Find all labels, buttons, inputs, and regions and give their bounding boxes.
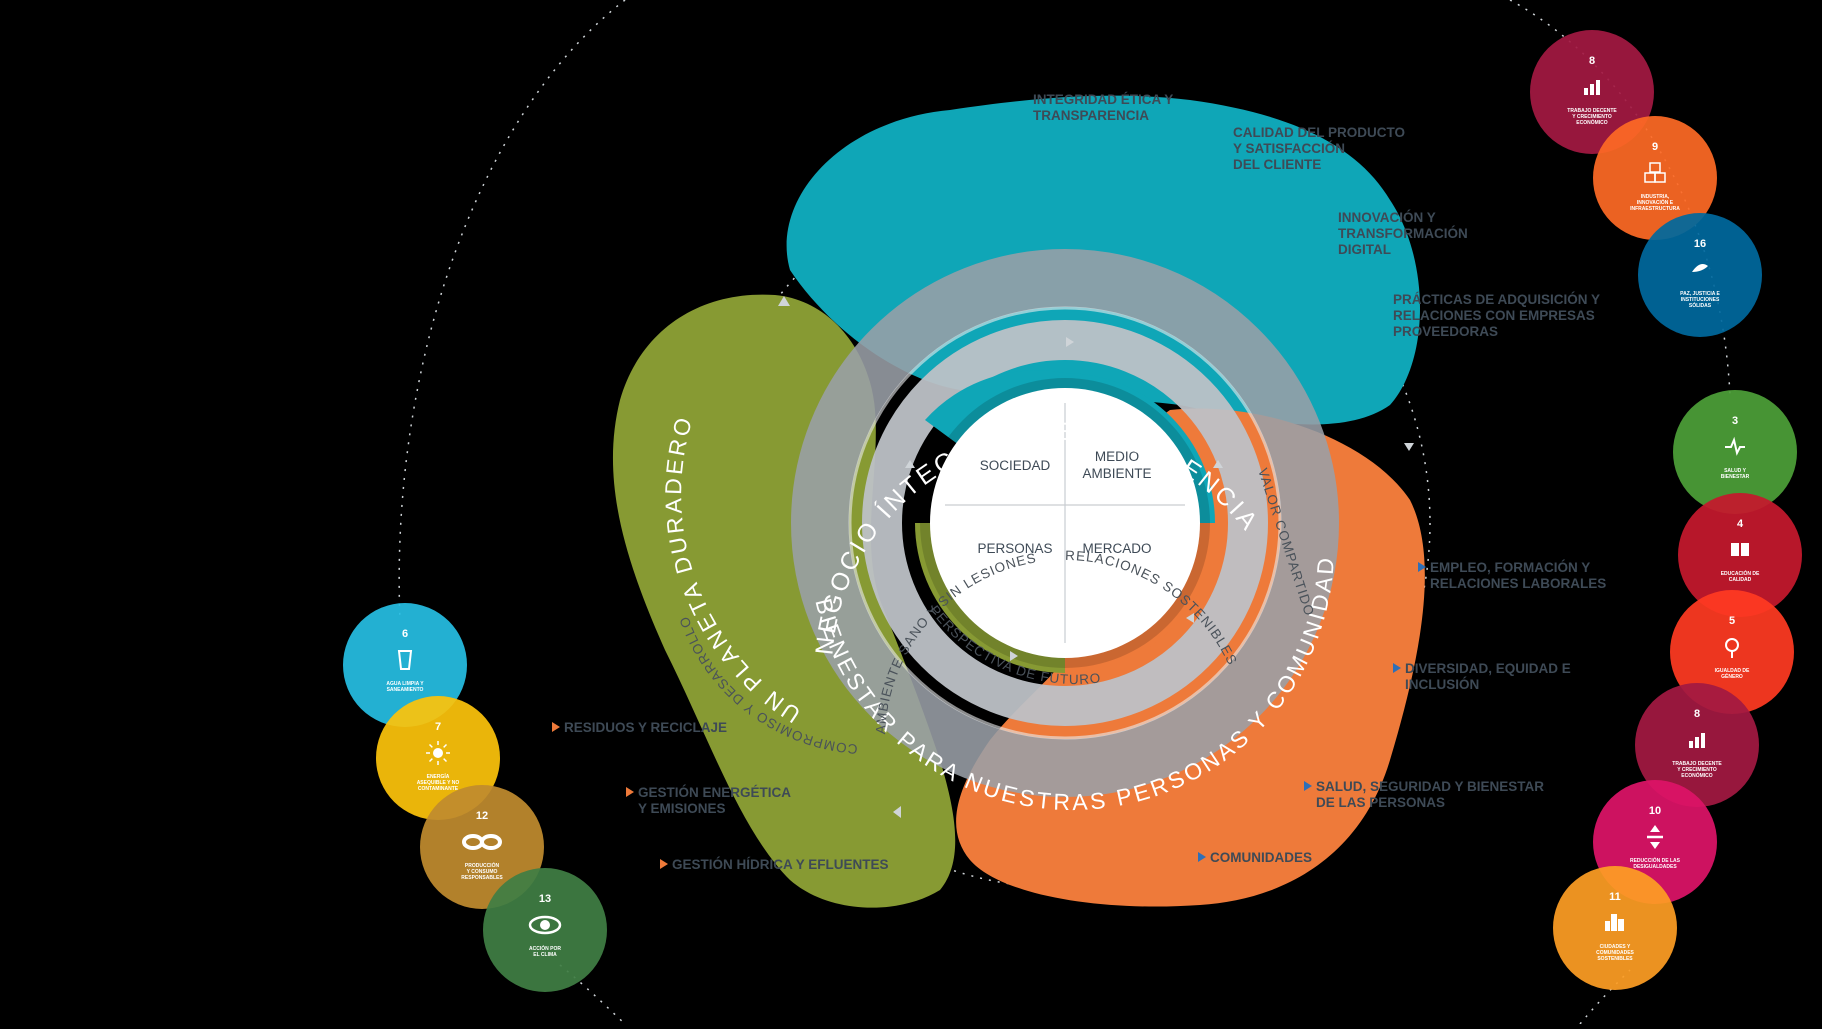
city-icon [1605,914,1624,931]
arrow-icon [905,460,915,468]
topic-label-green-2: GESTIÓN HÍDRICA Y EFLUENTES [672,857,889,872]
bullet-arrow-icon [626,787,634,797]
topic-label-orange-3: COMUNIDADES [1210,850,1312,865]
outer-ring [791,249,1339,797]
heartbeat-icon [1725,436,1745,456]
sdg-number: 11 [1609,891,1621,903]
equality-arrows-icon [1647,825,1663,849]
topic-label-green-0: RESIDUOS Y RECICLAJE [564,720,727,735]
sdg-number: 5 [1729,615,1735,627]
bullet-arrow-icon [1418,562,1426,572]
sdg-number: 4 [1737,518,1744,530]
arrow-icon [1186,613,1194,623]
arrow-icon [1010,651,1018,661]
quadrant-mercado: MERCADO [1082,541,1151,556]
sdg-number: 16 [1694,238,1706,250]
growth-chart-icon [1689,733,1705,748]
infinity-icon [462,834,502,850]
quadrant-personas: PERSONAS [977,541,1052,556]
sdg-number: 13 [539,893,551,905]
growth-chart-icon [1584,80,1600,95]
book-icon [1731,543,1749,556]
sdg-number: 8 [1694,708,1700,720]
sdg-number: 3 [1732,415,1738,427]
water-glass-icon [397,650,413,670]
sdg-number: 8 [1589,55,1595,67]
sdg-number: 12 [476,810,488,822]
arrow-icon [1213,460,1223,468]
left-guide-arc [398,0,626,621]
ring-separator [848,306,1282,740]
cubes-icon [1644,162,1666,183]
quadrant-sociedad: SOCIEDAD [980,458,1051,473]
sun-icon [426,741,450,765]
flow-arrows [778,296,1414,818]
sdg-number: 9 [1652,141,1658,153]
dove-icon [1692,264,1708,272]
bullet-arrow-icon [660,859,668,869]
bullet-arrow-icon [1393,663,1401,673]
arrow-icon [1404,443,1414,451]
bottom-left-guide-arc [559,964,626,1025]
bullet-arrow-icon [1198,852,1206,862]
arrow-icon [893,806,901,818]
gender-icon [1725,638,1739,658]
sdg-number: 10 [1649,805,1661,817]
green-blob [612,294,956,908]
bullet-arrow-icon [1304,781,1312,791]
arrow-icon [1066,337,1074,347]
sdg-number: 7 [435,721,441,733]
inner-ring [862,320,1268,726]
bullet-arrow-icon [552,722,560,732]
sdg-number: 6 [402,628,408,640]
arrow-icon [778,296,790,306]
eye-globe-icon [528,915,562,935]
